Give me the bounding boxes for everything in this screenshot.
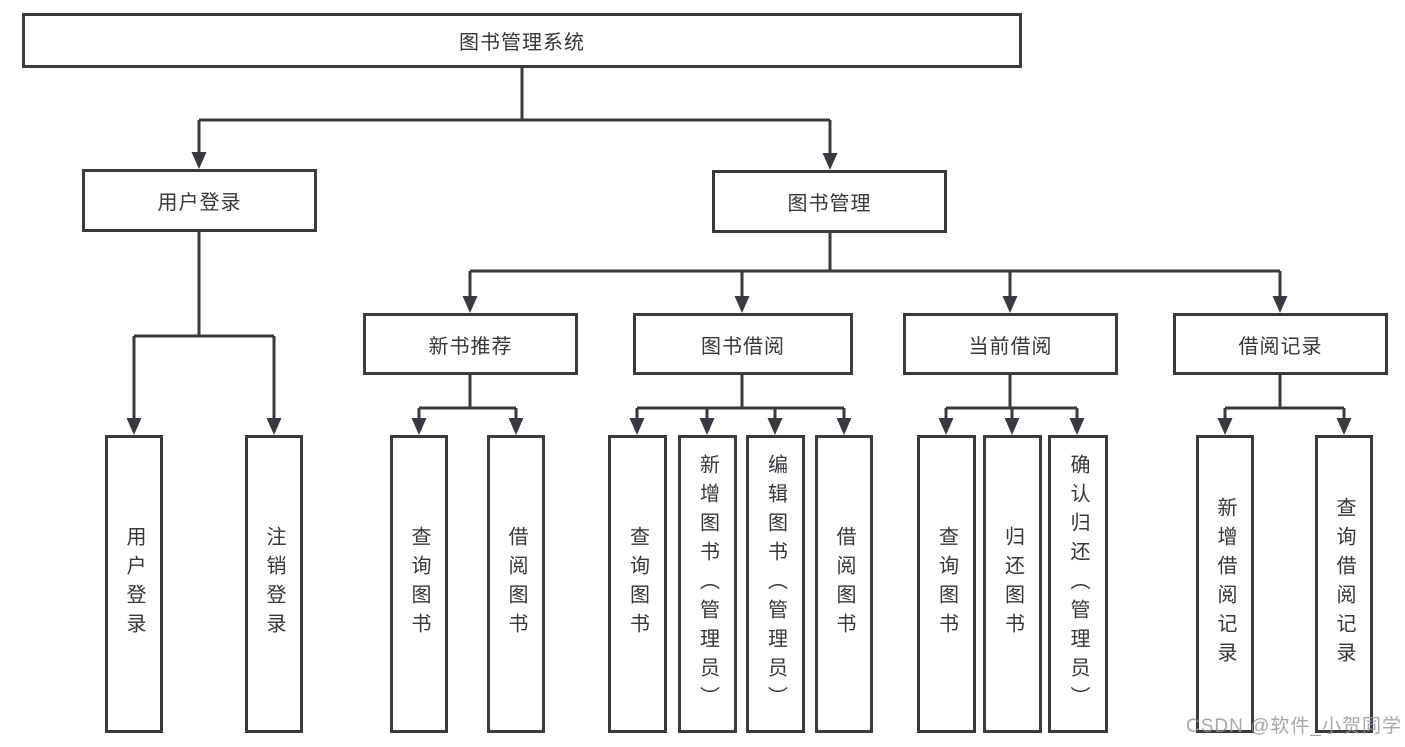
node-book-borrow: 图书借阅	[633, 313, 853, 375]
node-current-borrow: 当前借阅	[903, 313, 1118, 375]
node-user-login-label: 用户登录	[157, 192, 242, 214]
leaf-return-book: 归还图书	[983, 435, 1042, 733]
leaf-borrow-book-rec: 借阅图书	[487, 435, 545, 733]
leaf-borrow-book-borrow: 借阅图书	[815, 435, 873, 733]
node-borrow-records-label: 借阅记录	[1238, 335, 1323, 358]
leaf-query-book-current-label: 查询图书	[935, 526, 958, 642]
node-borrow-records: 借阅记录	[1173, 313, 1388, 375]
leaf-add-borrow-record: 新增借阅记录	[1196, 435, 1254, 733]
leaf-add-book: 新增图书（管理员）	[678, 435, 737, 733]
leaf-confirm-return: 确认归还（管理员）	[1048, 435, 1108, 733]
csdn-watermark: CSDN @软件_小贺同学	[1186, 716, 1402, 737]
leaf-user-login: 用户登录	[105, 435, 163, 733]
leaf-edit-book-label: 编辑图书（管理员）	[764, 453, 787, 715]
leaf-confirm-return-label: 确认归还（管理员）	[1067, 453, 1089, 715]
node-book-mgmt: 图书管理	[712, 170, 947, 233]
leaf-query-book-rec: 查询图书	[390, 435, 448, 733]
arrowheads	[126, 152, 1352, 435]
node-book-borrow-label: 图书借阅	[701, 335, 785, 358]
leaf-query-book-borrow-label: 查询图书	[626, 526, 649, 642]
leaf-query-book-borrow: 查询图书	[608, 435, 667, 733]
leaf-logout-label: 注销登录	[263, 526, 285, 642]
node-new-book-rec: 新书推荐	[363, 313, 578, 375]
leaf-logout: 注销登录	[245, 435, 303, 733]
leaf-return-book-label: 归还图书	[1001, 526, 1024, 642]
leaf-query-book-rec-label: 查询图书	[408, 526, 430, 642]
node-root-label: 图书管理系统	[459, 32, 585, 54]
node-book-mgmt-label: 图书管理	[787, 193, 872, 215]
leaf-user-login-label: 用户登录	[123, 526, 145, 642]
leaf-edit-book: 编辑图书（管理员）	[746, 435, 805, 733]
node-root: 图书管理系统	[22, 13, 1022, 68]
leaf-query-borrow-record-label: 查询借阅记录	[1333, 497, 1355, 671]
leaf-query-borrow-record: 查询借阅记录	[1315, 435, 1373, 733]
leaf-add-borrow-record-label: 新增借阅记录	[1214, 497, 1236, 671]
leaf-borrow-book-borrow-label: 借阅图书	[833, 526, 855, 642]
leaf-add-book-label: 新增图书（管理员）	[696, 453, 719, 715]
leaf-query-book-current: 查询图书	[917, 435, 976, 733]
node-current-borrow-label: 当前借阅	[968, 335, 1053, 358]
node-user-login: 用户登录	[82, 169, 317, 232]
node-new-book-rec-label: 新书推荐	[428, 335, 513, 358]
leaf-borrow-book-rec-label: 借阅图书	[505, 526, 527, 642]
